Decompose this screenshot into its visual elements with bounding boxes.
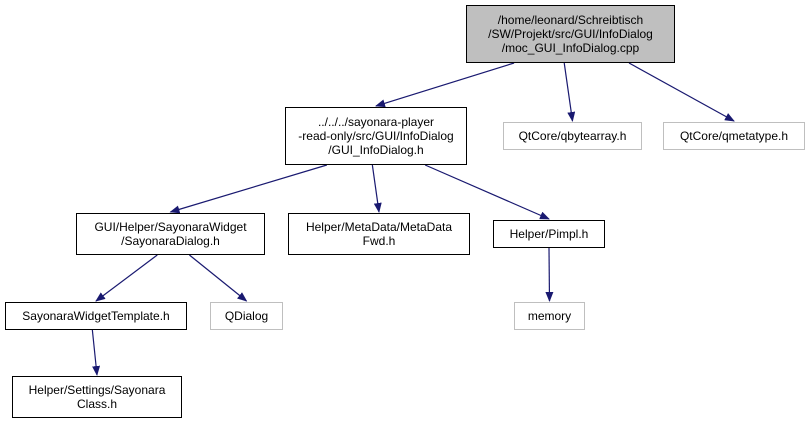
node-label-line: Helper/Settings/Sayonara xyxy=(28,383,166,397)
node-sayonaradialog-h[interactable]: GUI/Helper/SayonaraWidget /SayonaraDialo… xyxy=(76,213,265,255)
node-label-line: Helper/MetaData/MetaData xyxy=(305,220,453,234)
node-label-line: /SW/Projekt/src/GUI/InfoDialog xyxy=(488,27,653,41)
edge-sayonaradialog-to-qdialog xyxy=(189,254,248,302)
node-label-line: /SayonaraDialog.h xyxy=(121,234,220,248)
node-memory[interactable]: memory xyxy=(514,302,585,330)
node-gui-infodialog-h[interactable]: ../../../sayonara-player -read-only/src/… xyxy=(285,107,467,165)
node-label-line: Fwd.h xyxy=(362,234,396,248)
node-label-line: /home/leonard/Schreibtisch xyxy=(497,13,644,27)
edge-sayonaradialog-to-widgettemplate xyxy=(95,254,158,302)
edge-infodialog-to-pimpl xyxy=(424,164,550,220)
node-sayonaraclass-h[interactable]: Helper/Settings/Sayonara Class.h xyxy=(12,376,182,418)
node-label-line: memory xyxy=(527,309,572,323)
node-label-line: ../../../sayonara-player xyxy=(317,115,435,129)
edge-moc-to-qmetatype xyxy=(628,62,735,122)
node-label-line: QDialog xyxy=(224,309,269,323)
node-label-line: Helper/Pimpl.h xyxy=(509,227,589,241)
node-pimpl-h[interactable]: Helper/Pimpl.h xyxy=(493,220,605,248)
node-qtcore-qmetatype-h[interactable]: QtCore/qmetatype.h xyxy=(663,122,805,150)
edge-moc-to-infodialog xyxy=(375,62,515,108)
edge-infodialog-to-sayonaradialog xyxy=(169,164,328,214)
node-label-line: -read-only/src/GUI/InfoDialog xyxy=(298,129,454,143)
node-metadatafwd-h[interactable]: Helper/MetaData/MetaData Fwd.h xyxy=(288,213,470,255)
node-label-line: Class.h xyxy=(76,397,117,411)
node-moc-gui-infodialog-cpp[interactable]: /home/leonard/Schreibtisch /SW/Projekt/s… xyxy=(466,5,675,63)
node-label-line: GUI/Helper/SayonaraWidget xyxy=(94,220,247,234)
node-sayonarawidgettemplate-h[interactable]: SayonaraWidgetTemplate.h xyxy=(5,302,187,330)
node-label-line: QtCore/qbytearray.h xyxy=(518,129,627,143)
node-qdialog[interactable]: QDialog xyxy=(210,302,283,330)
node-label-line: QtCore/qmetatype.h xyxy=(679,129,789,143)
edge-pimpl-to-memory xyxy=(545,247,554,302)
edge-moc-to-qbytearray xyxy=(563,62,576,122)
edge-infodialog-to-metadatafwd xyxy=(371,164,382,213)
node-label-line: SayonaraWidgetTemplate.h xyxy=(22,309,170,323)
node-qtcore-qbytearray-h[interactable]: QtCore/qbytearray.h xyxy=(503,122,642,150)
edge-widgettemplate-to-sayonaraclass xyxy=(91,329,101,376)
node-label-line: /GUI_InfoDialog.h xyxy=(328,143,424,157)
node-label-line: /moc_GUI_InfoDialog.cpp xyxy=(501,41,640,55)
